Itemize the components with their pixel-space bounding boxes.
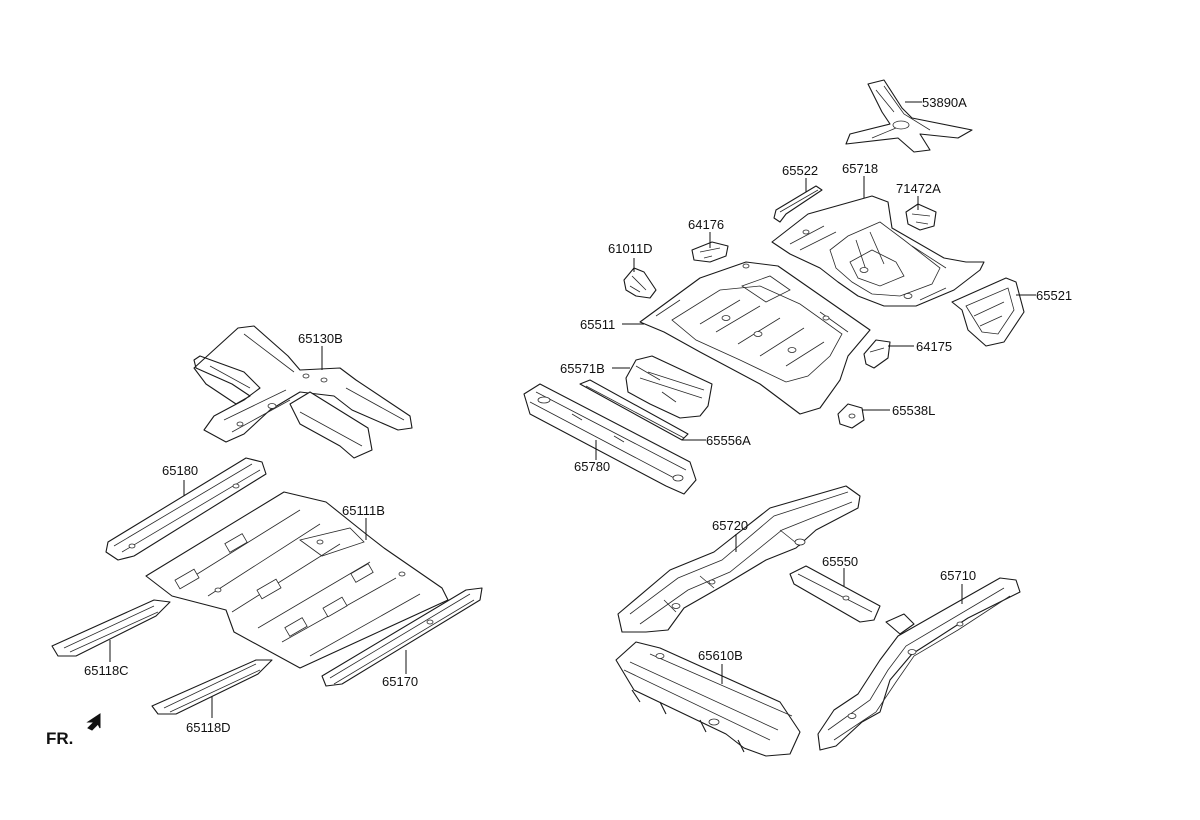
label-65170: 65170 — [382, 674, 418, 689]
part-65180-side-rail[interactable] — [105, 457, 267, 561]
label-65610b: 65610B — [698, 648, 743, 663]
part-65610b-rear-crossmember[interactable] — [615, 641, 801, 757]
part-65170-side-rail[interactable] — [321, 587, 483, 687]
part-65118c-sill-panel[interactable] — [51, 599, 171, 657]
part-65718-rear-floor-pan[interactable] — [771, 195, 985, 307]
label-65550: 65550 — [822, 554, 858, 569]
label-65118d: 65118D — [186, 720, 231, 735]
label-65538l: 65538L — [892, 403, 935, 418]
label-64176: 64176 — [688, 217, 724, 232]
label-65511: 65511 — [580, 317, 615, 332]
part-65550-member[interactable] — [789, 565, 881, 623]
part-65571b-support[interactable] — [625, 355, 713, 419]
part-64176-bracket[interactable] — [691, 241, 729, 263]
part-65710-rear-side-member[interactable] — [817, 577, 1021, 751]
label-65571b: 65571B — [560, 361, 605, 376]
label-65710: 65710 — [940, 568, 976, 583]
part-53890a-brace[interactable] — [845, 79, 973, 153]
label-65556a: 65556A — [706, 433, 751, 448]
part-65720-rear-side-member[interactable] — [617, 485, 861, 633]
front-direction-label: FR. — [46, 729, 73, 748]
label-64175: 64175 — [916, 339, 952, 354]
part-65511-center-floor-pan[interactable] — [639, 261, 871, 415]
label-65180: 65180 — [162, 463, 198, 478]
part-65538l-bracket[interactable] — [837, 403, 865, 429]
part-65522-rail[interactable] — [773, 185, 823, 223]
part-61011d-bracket[interactable] — [623, 267, 657, 299]
label-65118c: 65118C — [84, 663, 129, 678]
part-65130b-crossmember[interactable] — [193, 325, 413, 459]
label-65718: 65718 — [842, 161, 878, 176]
label-65130b: 65130B — [298, 331, 343, 346]
part-71472a-bracket[interactable] — [905, 203, 937, 231]
label-65780: 65780 — [574, 459, 610, 474]
part-65521-side-panel[interactable] — [951, 277, 1025, 347]
part-65111b-front-floor-pan[interactable] — [145, 491, 449, 669]
part-65780-crossmember[interactable] — [523, 383, 697, 495]
label-65111b: 65111B — [342, 503, 385, 518]
label-61011d: 61011D — [608, 241, 653, 256]
part-65556a-rail[interactable] — [579, 379, 689, 441]
part-65118d-sill-panel[interactable] — [151, 659, 273, 715]
part-64175-bracket[interactable] — [863, 339, 891, 369]
label-71472a: 71472A — [896, 181, 941, 196]
front-arrow-icon — [86, 713, 101, 731]
label-53890a: 53890A — [922, 95, 967, 110]
label-65521: 65521 — [1036, 288, 1072, 303]
label-65522: 65522 — [782, 163, 818, 178]
label-65720: 65720 — [712, 518, 748, 533]
